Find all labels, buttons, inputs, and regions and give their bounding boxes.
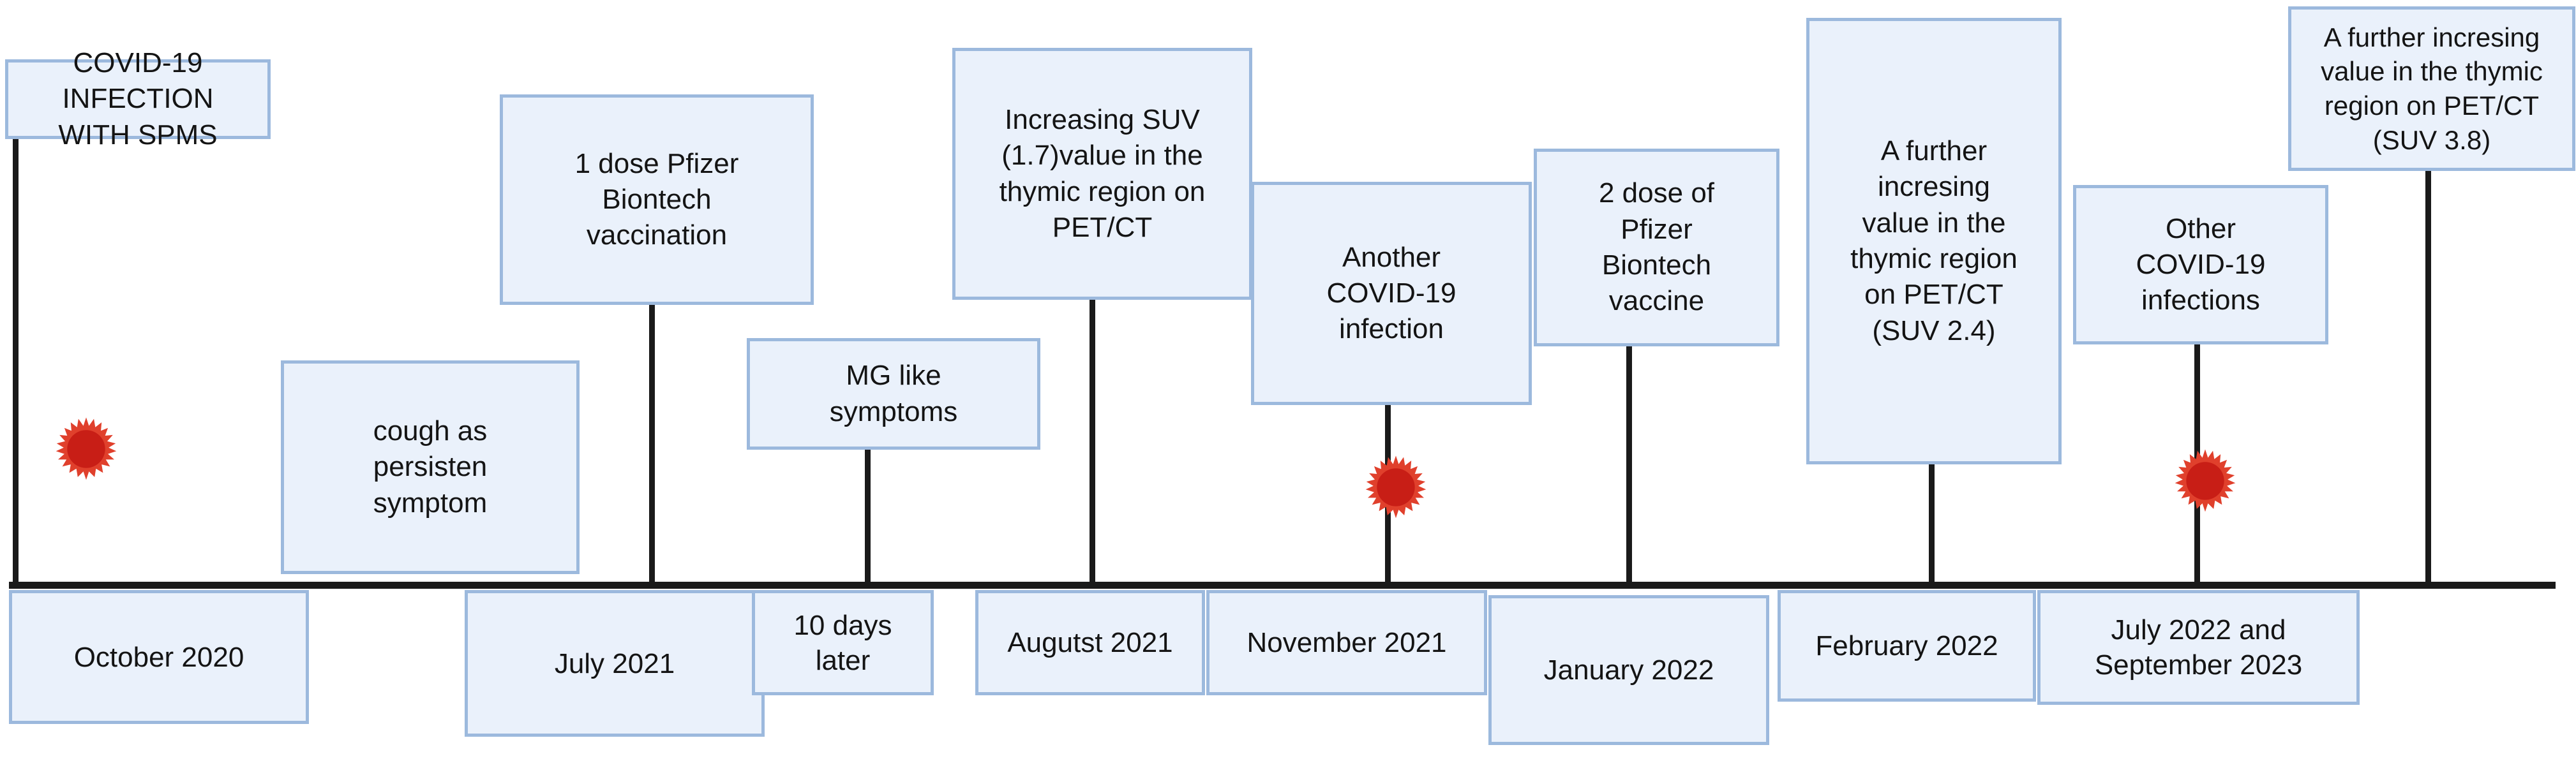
date-card-november-2021[interactable]: November 2021 xyxy=(1206,590,1487,695)
event-card-suv-2-4[interactable]: A further incresing value in the thymic … xyxy=(1806,18,2062,464)
date-card-february-2022[interactable]: February 2022 xyxy=(1778,590,2036,702)
event-card-another-covid[interactable]: Another COVID-19 infection xyxy=(1251,182,1532,405)
connector-stem-mg-like-symptoms xyxy=(865,450,871,586)
timeline-axis xyxy=(9,582,2556,589)
coronavirus-icon xyxy=(51,415,121,485)
date-card-10-days-later[interactable]: 10 days later xyxy=(752,590,934,695)
event-card-cough-persistent[interactable]: cough as persisten symptom xyxy=(281,360,580,574)
connector-stem-suv-3-8 xyxy=(2425,171,2431,586)
date-card-october-2020[interactable]: October 2020 xyxy=(9,590,309,724)
date-card-july-2022-september-2023[interactable]: July 2022 and September 2023 xyxy=(2037,590,2360,705)
date-card-july-2021[interactable]: July 2021 xyxy=(465,590,765,737)
event-card-mg-like-symptoms[interactable]: MG like symptoms xyxy=(747,338,1040,450)
event-card-pfizer-dose-1[interactable]: 1 dose Pfizer Biontech vaccination xyxy=(500,94,814,305)
coronavirus-icon xyxy=(1361,453,1431,523)
connector-stem-pfizer-dose-2 xyxy=(1626,346,1632,586)
event-card-covid-infection-spms[interactable]: COVID-19 INFECTION WITH SPMS xyxy=(5,47,271,151)
date-card-augutst-2021[interactable]: Augutst 2021 xyxy=(975,590,1205,695)
coronavirus-icon xyxy=(2170,447,2240,517)
event-card-pfizer-dose-2[interactable]: 2 dose of Pfizer Biontech vaccine xyxy=(1534,149,1779,346)
connector-stem-suv-2-4 xyxy=(1929,464,1935,586)
connector-stem-suv-1-7 xyxy=(1090,300,1095,586)
event-card-suv-1-7[interactable]: Increasing SUV (1.7)value in the thymic … xyxy=(952,48,1252,300)
connector-stem-covid-infection-spms xyxy=(13,139,19,586)
event-card-other-covid[interactable]: Other COVID-19 infections xyxy=(2073,185,2328,344)
event-card-suv-3-8[interactable]: A further incresing value in the thymic … xyxy=(2288,6,2575,171)
date-card-january-2022[interactable]: January 2022 xyxy=(1488,595,1769,745)
connector-stem-pfizer-dose-1 xyxy=(649,305,655,586)
